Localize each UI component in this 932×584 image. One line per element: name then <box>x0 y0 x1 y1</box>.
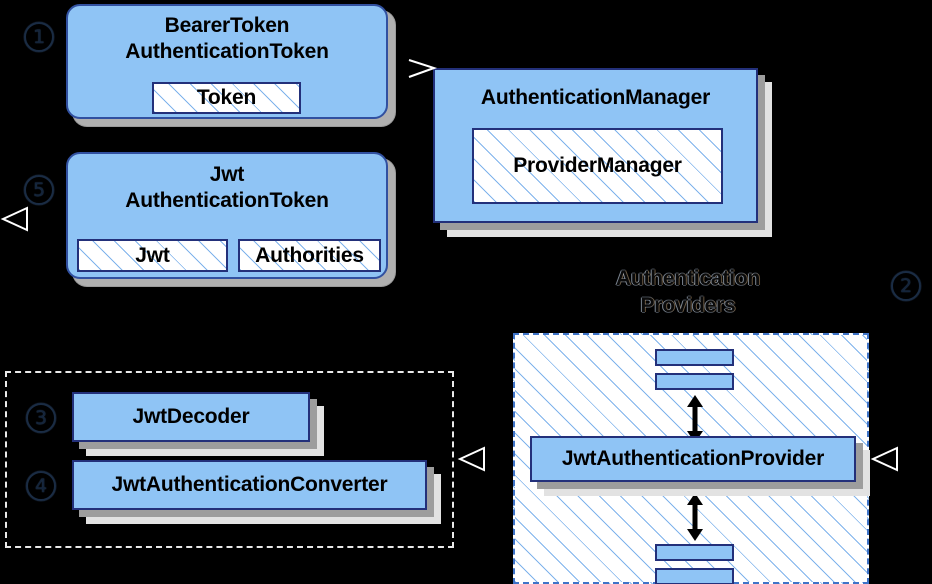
attribute-token-label: Token <box>196 86 257 109</box>
jwt-support-group-container <box>5 371 454 548</box>
card-jwt-decoder[interactable]: JwtDecoder <box>72 392 310 442</box>
hollow-left-triangle-left-edge <box>0 206 28 232</box>
authentication-providers-caption-line2: Providers <box>640 294 736 317</box>
step-marker-5: 5 <box>24 175 54 205</box>
hollow-left-triangle-providers-right-edge <box>870 446 898 472</box>
jwt-token-title-line2: AuthenticationToken <box>125 189 329 212</box>
card-jwt-authentication-token[interactable]: Jwt AuthenticationToken Jwt Authorities <box>66 152 388 279</box>
authentication-providers-caption-line1: Authentication <box>615 267 761 290</box>
component-provider-manager: ProviderManager <box>472 128 723 204</box>
bearer-token-title-line2: AuthenticationToken <box>125 40 329 63</box>
provider-placeholder-bar-bottom-2 <box>655 568 734 584</box>
provider-placeholder-bar-bottom-1 <box>655 544 734 561</box>
step-marker-3: 3 <box>26 403 56 433</box>
authentication-providers-caption: Authentication Providers <box>566 265 810 319</box>
jwt-authentication-converter-title: JwtAuthenticationConverter <box>111 473 388 496</box>
attribute-authorities: Authorities <box>238 239 381 272</box>
attribute-jwt: Jwt <box>77 239 228 272</box>
card-jwt-authentication-converter[interactable]: JwtAuthenticationConverter <box>72 460 427 510</box>
card-jwt-authentication-provider[interactable]: JwtAuthenticationProvider <box>530 436 856 482</box>
provider-placeholder-bar-top-1 <box>655 349 734 366</box>
attribute-jwt-label: Jwt <box>135 243 170 267</box>
provider-placeholder-bar-top-2 <box>655 373 734 390</box>
bearer-token-title-line1: BearerToken <box>164 14 290 37</box>
attribute-authorities-label: Authorities <box>255 243 364 267</box>
card-authentication-manager[interactable]: AuthenticationManager ProviderManager <box>433 68 758 223</box>
step-marker-1: 1 <box>24 22 54 52</box>
double-headed-vertical-arrow-bottom <box>687 493 703 541</box>
card-bearer-token-authentication-token[interactable]: BearerToken AuthenticationToken Token <box>66 4 388 119</box>
step-marker-4: 4 <box>26 471 56 501</box>
jwt-authentication-provider-title: JwtAuthenticationProvider <box>561 447 825 470</box>
attribute-token: Token <box>152 82 301 114</box>
step-marker-2: 2 <box>891 271 921 301</box>
authentication-manager-title: AuthenticationManager <box>480 86 711 109</box>
hollow-left-triangle-group-to-providers <box>457 446 485 472</box>
provider-manager-label: ProviderManager <box>513 154 682 177</box>
jwt-token-title-line1: Jwt <box>209 163 245 186</box>
jwt-decoder-title: JwtDecoder <box>132 405 250 428</box>
open-right-arrow-to-authentication-manager <box>408 59 438 78</box>
